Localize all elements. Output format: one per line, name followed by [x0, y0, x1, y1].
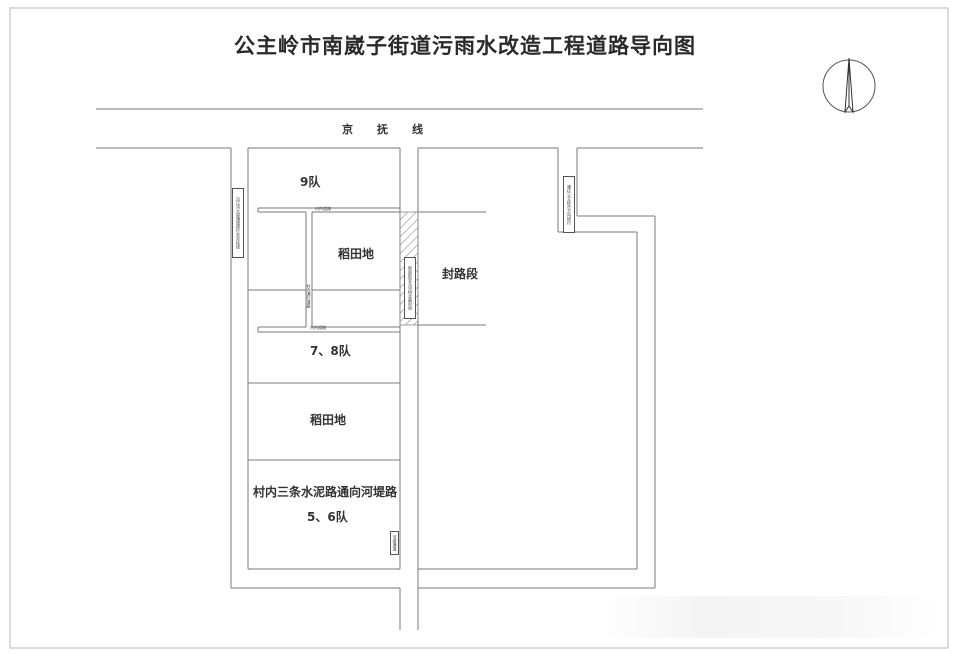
- team-5-6-label: 5、6队: [307, 510, 348, 524]
- north-arrow-icon: [822, 57, 876, 114]
- closure-sign: 新南街至东河桥北路封闭: [404, 257, 416, 319]
- main-road-label: 京抚线: [342, 123, 447, 136]
- left-road: [230, 148, 400, 589]
- village-roads: [248, 207, 486, 333]
- paddy-field-label-2: 稻田地: [310, 413, 347, 427]
- paddy-field-label: 稻田地: [338, 247, 375, 261]
- right-road: [418, 148, 656, 589]
- river-bank-sign: 河堤通道: [390, 531, 399, 555]
- village-road-label-mid: 村内通行道路: [306, 284, 312, 308]
- team-9-label: 9队: [300, 175, 321, 189]
- village-road-label-top: 村内道路: [315, 206, 331, 211]
- right-detour-sign: 通往公主岭市方向绕行: [563, 176, 575, 233]
- map-title: 公主岭市南崴子街道污雨水改造工程道路导向图: [234, 34, 696, 58]
- image-smudge: [600, 596, 940, 638]
- team-7-8-label: 7、8队: [310, 344, 351, 358]
- main-road: [96, 108, 703, 149]
- closed-section-label: 封路段: [442, 267, 479, 281]
- left-detour-sign: 沿辽河大堤通道绕行至京抚线: [232, 188, 244, 258]
- village-road-label-bottom: 村内道路: [310, 325, 326, 330]
- map-frame: [9, 7, 949, 649]
- middle-road: [248, 148, 419, 630]
- village-roads-note: 村内三条水泥路通向河堤路: [253, 485, 398, 499]
